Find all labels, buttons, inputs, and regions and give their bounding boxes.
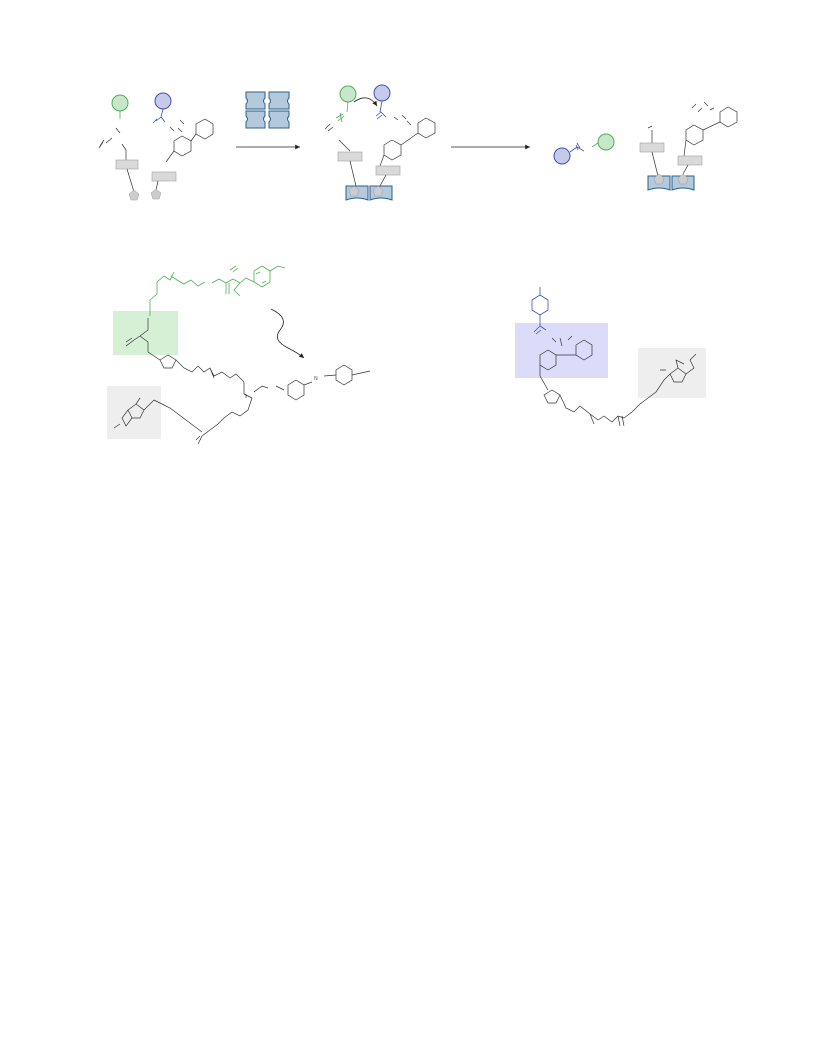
pentagon-anchor-icon [150, 188, 162, 200]
curved-arrow-icon [270, 308, 305, 359]
curved-arrow-icon [353, 97, 378, 107]
templated-complex [324, 84, 436, 201]
protein-bound-remainder [639, 101, 738, 191]
linker-rectangle-icon [115, 159, 139, 170]
blue-probe-reagent [150, 92, 214, 200]
right-structure [515, 287, 706, 427]
protein-tetramer-icon [245, 91, 290, 129]
linker-rectangle-icon [677, 155, 703, 166]
linker-rectangle-icon [639, 142, 665, 153]
svg-text:N: N [314, 376, 318, 382]
green-ligand-ball-icon [597, 133, 615, 151]
green-probe-reagent [98, 94, 140, 201]
blue-highlight-box [515, 323, 608, 378]
pentagon-anchor-icon [128, 189, 140, 201]
blue-ligand-ball-icon [553, 147, 571, 165]
gray-highlight-box [638, 348, 706, 398]
released-product [553, 133, 615, 165]
linker-rectangle-icon [151, 171, 177, 182]
blue-ligand-ball-icon [373, 84, 391, 102]
linker-rectangle-icon [337, 151, 363, 162]
blue-ligand-ball-icon [154, 92, 172, 110]
left-full-structure: N [107, 265, 371, 445]
linker-rectangle-icon [375, 165, 401, 176]
green-highlight-box [113, 311, 178, 355]
gray-highlight-box [107, 386, 161, 439]
green-ligand-ball-icon [111, 94, 129, 112]
green-ligand-ball-icon [339, 85, 357, 103]
